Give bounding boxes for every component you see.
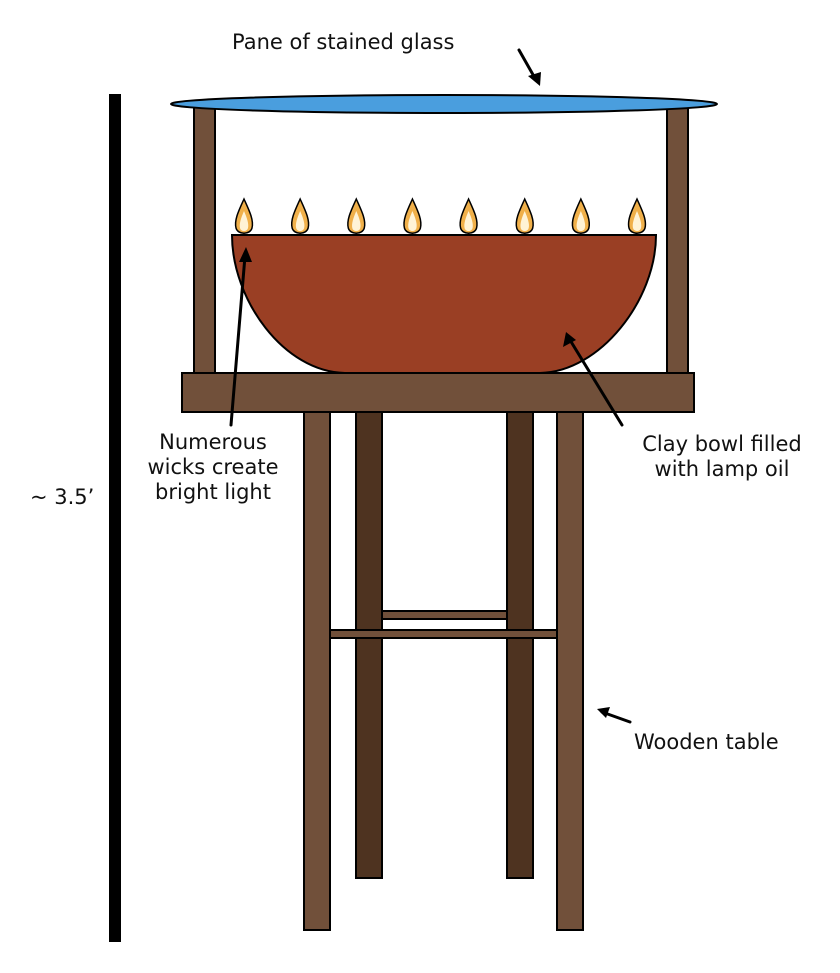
label-height: ~ 3.5’ bbox=[30, 485, 95, 509]
glass-post-right bbox=[666, 104, 689, 374]
label-wooden-table: Wooden table bbox=[634, 730, 779, 754]
wick-flame-core bbox=[464, 211, 473, 231]
arrow-wicks bbox=[229, 254, 247, 427]
arrowhead-table bbox=[597, 707, 610, 718]
arrow-bowl bbox=[568, 338, 624, 427]
table-leg-back-left bbox=[355, 411, 383, 879]
wick-flame-core bbox=[408, 211, 417, 231]
wick-flame-core bbox=[239, 211, 249, 231]
wick-flame-core bbox=[576, 211, 586, 231]
label-wicks: Numerous wicks create bright light bbox=[128, 430, 298, 506]
label-stained-glass: Pane of stained glass bbox=[232, 30, 455, 54]
label-bowl-line-2: with lamp oil bbox=[654, 457, 790, 482]
label-wicks-line-1: Numerous bbox=[159, 430, 267, 454]
label-clay-bowl: Clay bowl filled with lamp oil bbox=[612, 432, 832, 482]
stained-glass-pane bbox=[170, 94, 718, 114]
glass-post-left bbox=[193, 104, 216, 374]
wick-flame-core bbox=[520, 211, 529, 231]
table-top bbox=[181, 372, 695, 413]
label-wicks-line-3: bright light bbox=[155, 480, 271, 505]
wick-flame-core bbox=[352, 211, 361, 231]
table-crossbar-back bbox=[381, 610, 508, 620]
wick-flame-core bbox=[632, 211, 642, 231]
arrowhead-wicks bbox=[239, 247, 252, 262]
label-bowl-line-1: Clay bowl filled bbox=[642, 432, 802, 456]
table-leg-front-right bbox=[556, 411, 584, 931]
table-leg-front-left bbox=[303, 411, 331, 931]
wick-flame-core bbox=[295, 211, 305, 231]
arrowhead-glass bbox=[528, 72, 541, 86]
table-crossbar-front bbox=[329, 629, 558, 639]
arrowhead-bowl bbox=[563, 332, 576, 347]
height-scale-bar bbox=[109, 94, 121, 942]
table-leg-back-right bbox=[506, 411, 534, 879]
clay-bowl bbox=[230, 234, 658, 374]
label-wicks-line-2: wicks create bbox=[147, 455, 279, 480]
